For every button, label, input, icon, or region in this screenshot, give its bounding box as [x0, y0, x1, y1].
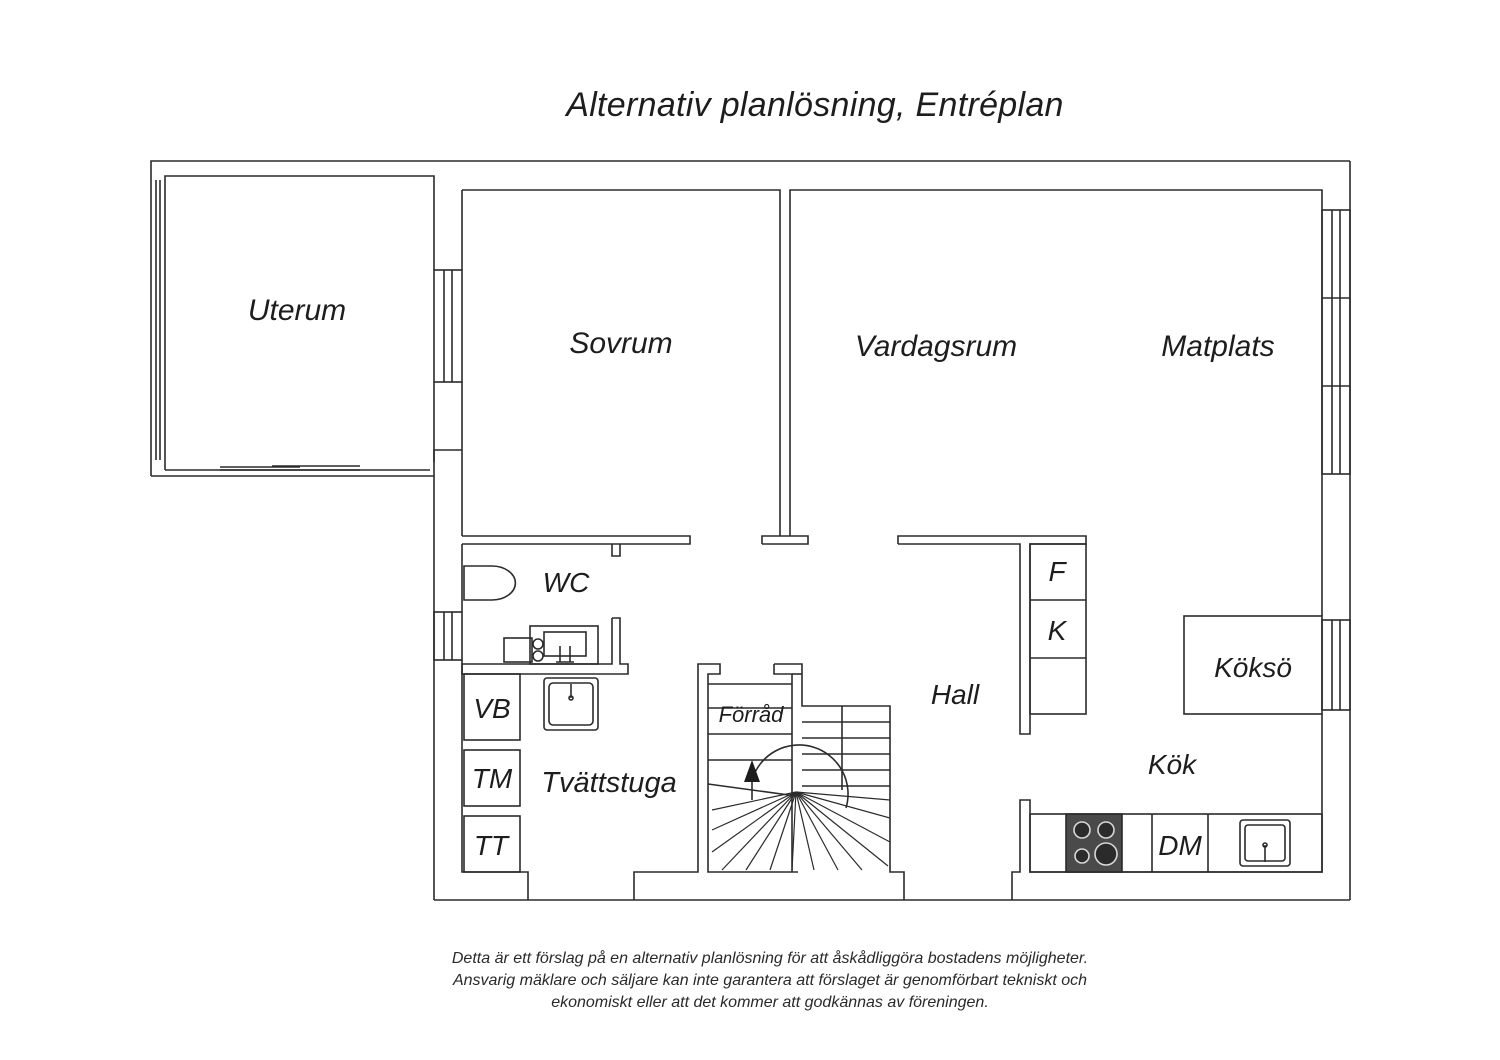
appliance-label-freezer: F — [1048, 556, 1067, 587]
kitchen-sink — [1239, 819, 1291, 867]
wc-fixtures — [463, 565, 599, 665]
kitchen-island — [1183, 615, 1323, 715]
disclaimer-text: Detta är ett förslag på en alternativ pl… — [0, 948, 1500, 1014]
disclaimer-line: ekonomiskt eller att det kommer att godk… — [551, 994, 989, 1011]
wc-sink-icon — [529, 625, 599, 665]
room-label-sovrum: Sovrum — [569, 327, 672, 360]
stove-icon — [1065, 813, 1123, 873]
room-label-kok: Kök — [1148, 749, 1198, 780]
room-label-wc: WC — [543, 567, 590, 598]
appliance-label-washing-machine: TM — [472, 763, 513, 794]
kitchen-counter — [1029, 813, 1323, 873]
utility-sink — [543, 677, 599, 731]
disclaimer-line: Detta är ett förslag på en alternativ pl… — [451, 950, 1089, 967]
room-label-vardagsrum: Vardagsrum — [855, 330, 1017, 363]
toilet-icon — [463, 565, 517, 601]
room-label-forrad: Förråd — [719, 702, 785, 727]
room-label-matplats: Matplats — [1161, 330, 1274, 363]
uterum-walls — [150, 160, 1350, 477]
appliance-label-tumble-dryer: TT — [474, 830, 510, 861]
room-label-tvattstuga: Tvättstuga — [541, 767, 676, 799]
stairs-up-arrow-icon — [744, 760, 760, 782]
room-label-kokso: Köksö — [1214, 652, 1292, 683]
appliance-label-dishwasher: DM — [1158, 830, 1202, 861]
disclaimer-line: Ansvarig mäklare och säljare kan inte ga… — [452, 972, 1088, 989]
appliance-label-fridge: K — [1048, 615, 1068, 646]
outer-walls — [433, 161, 1351, 901]
staircase — [707, 683, 891, 871]
plan-title: Alternativ planlösning, Entréplan — [566, 86, 1064, 124]
appliance-label-washbasin: VB — [473, 693, 510, 724]
laundry-units — [463, 673, 599, 873]
room-label-uterum: Uterum — [248, 294, 346, 327]
fridge-freezer-column — [1029, 543, 1087, 715]
room-label-hall: Hall — [931, 679, 980, 710]
